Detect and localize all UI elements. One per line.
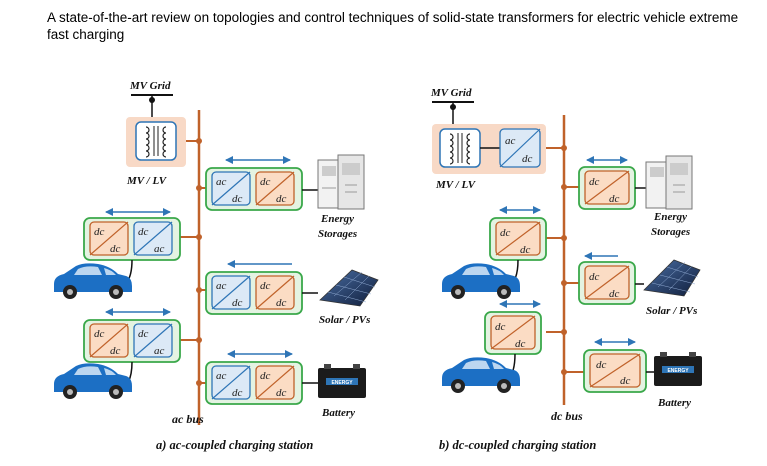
- svg-text:dc: dc: [495, 321, 506, 333]
- svg-text:dc: dc: [515, 338, 526, 350]
- svg-text:ac: ac: [505, 135, 516, 147]
- svg-text:dc: dc: [260, 280, 271, 292]
- converter-battery-a: ac dc dc dc: [205, 361, 303, 405]
- svg-text:dc: dc: [260, 370, 271, 382]
- energy-label-b: Energy: [653, 211, 687, 223]
- converter-storage-a: ac dc dc dc: [205, 167, 303, 211]
- svg-text:dc: dc: [609, 193, 620, 205]
- svg-text:dc: dc: [522, 153, 533, 165]
- battery-icon-a: ENERGY: [318, 364, 366, 398]
- svg-text:dc: dc: [620, 375, 631, 387]
- acdc-converter-b: ac dc: [499, 128, 541, 168]
- mv-lv-label-b: MV / LV: [435, 179, 477, 191]
- svg-text:dc: dc: [138, 328, 149, 340]
- electric-car-icon: [442, 357, 520, 393]
- svg-text:dc: dc: [110, 345, 121, 357]
- svg-text:dc: dc: [609, 288, 620, 300]
- transformer-icon-b: [439, 128, 481, 168]
- svg-text:ac: ac: [154, 243, 165, 255]
- svg-text:dc: dc: [596, 359, 607, 371]
- solar-panel-icon-b: [643, 259, 701, 297]
- caption-b: b) dc-coupled charging station: [439, 438, 596, 452]
- solar-panel-icon-a: [319, 269, 379, 307]
- storages-label-a: Storages: [318, 228, 357, 240]
- solar-label-a: Solar / PVs: [319, 314, 370, 326]
- battery-label-b: Battery: [657, 397, 691, 409]
- svg-text:ac: ac: [216, 176, 227, 188]
- diagram-b: MV Grid ac dc MV / LV dc bus: [430, 87, 702, 452]
- mv-lv-label-a: MV / LV: [126, 175, 168, 187]
- converter-ev1-b: dc dc: [489, 217, 547, 261]
- svg-text:dc: dc: [232, 193, 243, 205]
- svg-text:dc: dc: [520, 244, 531, 256]
- electric-car-icon: [54, 363, 132, 399]
- svg-text:dc: dc: [276, 387, 287, 399]
- mv-grid-label-a: MV Grid: [129, 80, 171, 92]
- svg-text:dc: dc: [500, 227, 511, 239]
- battery-label-a: Battery: [321, 407, 355, 419]
- svg-text:dc: dc: [138, 226, 149, 238]
- svg-text:dc: dc: [276, 297, 287, 309]
- svg-text:dc: dc: [94, 226, 105, 238]
- converter-storage-b: dc dc: [578, 166, 636, 210]
- svg-text:dc: dc: [232, 387, 243, 399]
- electric-car-icon: [54, 263, 132, 299]
- svg-text:ac: ac: [154, 345, 165, 357]
- svg-text:dc: dc: [589, 176, 600, 188]
- electric-car-icon: [442, 263, 520, 299]
- svg-text:dc: dc: [94, 328, 105, 340]
- converter-solar-a: ac dc dc dc: [205, 271, 303, 315]
- dc-bus-label: dc bus: [551, 409, 583, 423]
- converter-solar-b: dc dc: [578, 261, 636, 305]
- diagram-a: MV Grid MV / LV ac bus ac dc: [54, 80, 379, 452]
- svg-text:ENERGY: ENERGY: [667, 368, 689, 374]
- solar-label-b: Solar / PVs: [646, 305, 697, 317]
- energy-storage-icon-b: [645, 155, 693, 210]
- energy-label-a: Energy: [320, 213, 354, 225]
- storages-label-b: Storages: [651, 226, 690, 238]
- svg-text:dc: dc: [232, 297, 243, 309]
- svg-text:ac: ac: [216, 370, 227, 382]
- page-title: A state-of-the-art review on topologies …: [47, 10, 739, 42]
- svg-text:ENERGY: ENERGY: [331, 380, 353, 386]
- energy-storage-icon-a: [317, 154, 365, 210]
- converter-battery-b: dc dc: [583, 349, 647, 393]
- battery-icon-b: ENERGY: [654, 352, 702, 386]
- mv-grid-label-b: MV Grid: [430, 87, 472, 99]
- converter-ev2-a: dc dc dc ac: [83, 319, 181, 363]
- svg-text:dc: dc: [260, 176, 271, 188]
- ac-bus-label: ac bus: [172, 412, 204, 426]
- svg-text:ac: ac: [216, 280, 227, 292]
- svg-text:dc: dc: [276, 193, 287, 205]
- transformer-icon-a: [135, 121, 177, 161]
- converter-ev2-b: dc dc: [484, 311, 542, 355]
- caption-a: a) ac-coupled charging station: [156, 438, 313, 452]
- converter-ev1-a: dc dc dc ac: [83, 217, 181, 261]
- svg-text:dc: dc: [589, 271, 600, 283]
- svg-text:dc: dc: [110, 243, 121, 255]
